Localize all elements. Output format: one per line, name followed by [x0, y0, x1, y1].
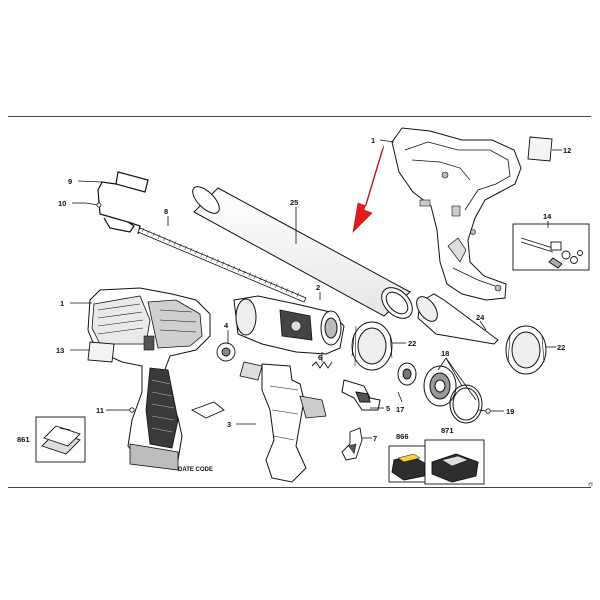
callout-10: 10	[58, 199, 66, 208]
housing-half-part	[391, 127, 522, 301]
callout-866: 866	[396, 432, 409, 441]
label-part-13	[87, 341, 115, 363]
hook-part-9	[97, 171, 149, 235]
callout-8: 8	[164, 207, 168, 216]
callout-14: 14	[543, 212, 552, 221]
callout-7: 7	[373, 434, 377, 443]
gear-part-4	[216, 342, 236, 362]
callout-6: 6	[318, 353, 322, 362]
highlight-arrow-icon	[352, 145, 385, 233]
callout-numbers: 1 12 9 10 8 25 14 2 1 13 4 6 22 24 22 18…	[17, 136, 593, 487]
trigger-part-5	[341, 379, 381, 411]
callout-861: 861	[17, 435, 30, 444]
end-cap-part-22-right	[505, 325, 547, 375]
callout-4: 4	[224, 321, 229, 330]
callout-1-left: 1	[60, 299, 64, 308]
rack-rod-part-8	[137, 227, 307, 303]
callout-5: 5	[386, 404, 390, 413]
callout-1-top: 1	[371, 136, 375, 145]
tool-body-part-1	[87, 287, 211, 471]
screw-part-11	[116, 407, 135, 413]
callout-871: 871	[441, 426, 454, 435]
seal-part-18	[423, 365, 483, 424]
spring-part-6	[311, 361, 333, 369]
switch-frame-part-3	[239, 361, 327, 483]
battery-part-866	[388, 445, 432, 483]
switch-kit-part-14	[512, 223, 590, 271]
callout-24: 24	[476, 313, 485, 322]
bracket-part-7	[341, 427, 363, 461]
clip-part	[190, 401, 225, 419]
callout-22-right: 22	[557, 343, 565, 352]
charger-part-871	[424, 439, 485, 485]
label-part-12	[527, 136, 553, 162]
diagram-frame	[8, 116, 591, 488]
nozzle-part-24	[416, 293, 499, 345]
callout-3: 3	[227, 420, 231, 429]
callout-9: 9	[68, 177, 72, 186]
callout-19: 19	[506, 407, 514, 416]
callout-22-middle: 22	[408, 339, 416, 348]
kit-case-part-861	[35, 416, 86, 463]
callout-12: 12	[563, 146, 571, 155]
date-code-label: DATE CODE	[178, 467, 213, 473]
gearbox-part-2	[233, 295, 345, 355]
callout-11: 11	[96, 406, 104, 415]
callout-17: 17	[396, 405, 404, 414]
plunger-part-17	[397, 362, 417, 386]
callout-2: 2	[316, 283, 320, 292]
callout-25: 25	[290, 198, 298, 207]
callout-18: 18	[441, 349, 449, 358]
copyright-mark: ©	[586, 482, 593, 487]
tube-part-25	[192, 186, 413, 319]
screw-part-10	[85, 202, 102, 208]
end-cap-part-22-middle	[351, 321, 393, 371]
callout-13: 13	[56, 346, 64, 355]
leader-lines	[70, 139, 562, 439]
